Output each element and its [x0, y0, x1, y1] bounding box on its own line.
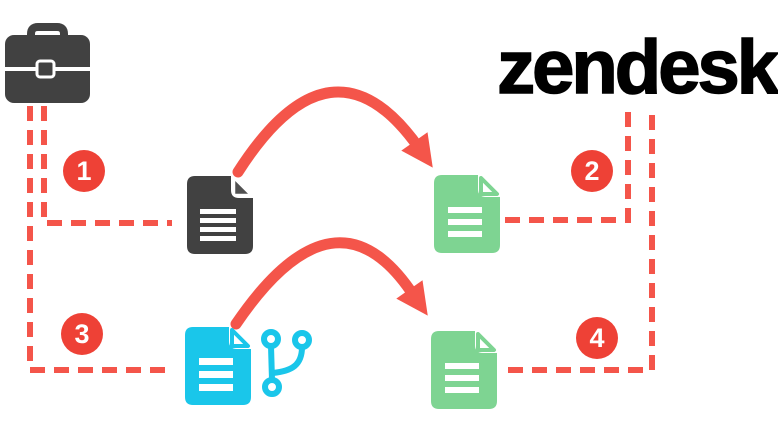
document-text-line [448, 219, 482, 225]
step-badge-3: 3 [61, 313, 103, 355]
translated-document-top-icon [434, 175, 500, 253]
dashed-route-step-1 [41, 106, 172, 226]
git-branch-icon [261, 329, 312, 397]
curved-arrow-bottom-shaft [230, 237, 420, 330]
dashed-route-step-4 [508, 108, 655, 373]
document-text-line [199, 358, 233, 365]
briefcase-clasp [35, 59, 56, 79]
document-text-line [448, 207, 482, 213]
dashed-route-step-3 [27, 106, 172, 373]
document-text-line [200, 236, 236, 241]
git-branch-node [261, 329, 281, 349]
document-text-line [199, 384, 233, 391]
document-fold [476, 332, 496, 352]
briefcase-icon [5, 23, 90, 103]
document-text-line [200, 227, 236, 232]
step-badge-4: 4 [576, 317, 618, 359]
curved-arrow-top [232, 86, 433, 178]
curved-arrow-top-shaft [232, 86, 425, 178]
document-text-line [445, 387, 479, 393]
document-fold [232, 176, 253, 197]
translated-document-bottom-icon [431, 331, 497, 409]
git-branch-node [292, 330, 312, 350]
document-fold [479, 176, 499, 196]
document-text-line [445, 375, 479, 381]
dashed-route-step-2 [505, 108, 631, 223]
document-text-line [199, 371, 233, 378]
document-text-line [445, 363, 479, 369]
zendesk-wordmark: zendesk [496, 25, 778, 110]
document-text-line [200, 209, 236, 214]
curved-arrow-bottom [230, 237, 428, 330]
step-badge-1: 1 [63, 150, 105, 192]
source-document-icon [187, 176, 253, 254]
git-document-icon [185, 327, 251, 405]
document-body [187, 176, 253, 254]
document-text-line [200, 218, 236, 223]
step-badge-2: 2 [571, 150, 613, 192]
curved-arrow-bottom-head [396, 280, 428, 316]
curved-arrow-top-head [401, 132, 433, 168]
document-fold [230, 328, 250, 348]
git-branch-curve [272, 346, 305, 376]
briefcase-handle [27, 23, 68, 39]
git-branch-node [262, 377, 282, 397]
git-branch-trunk [268, 345, 275, 381]
document-text-line [448, 231, 482, 237]
